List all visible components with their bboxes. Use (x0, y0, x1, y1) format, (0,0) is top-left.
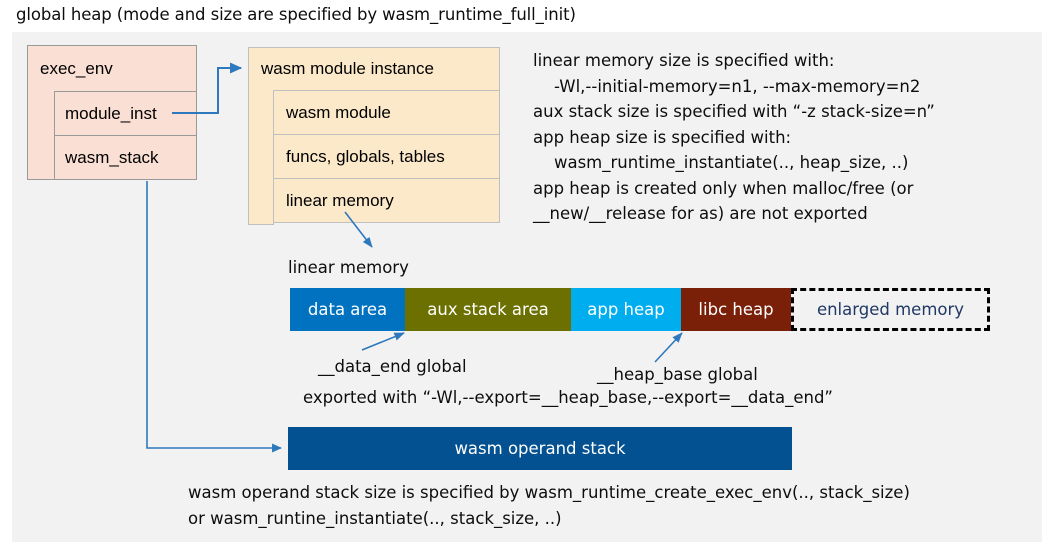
annotation-heap-base: __heap_base global (597, 365, 758, 384)
memory-segment-app-heap[interactable]: app heap (571, 288, 681, 331)
exec-env-field-module-inst[interactable]: module_inst (54, 91, 197, 136)
module-instance-field-funcs-globals-tables[interactable]: funcs, globals, tables (273, 134, 500, 179)
exec-env-field-wasm-stack[interactable]: wasm_stack (54, 135, 197, 180)
exec-env-gutter (27, 91, 55, 180)
memory-segment-label: app heap (587, 300, 665, 319)
memory-segment-label: enlarged memory (816, 300, 965, 319)
module-instance-field-wasm-module-label: wasm module (286, 102, 391, 122)
module-instance-header[interactable]: wasm module instance (248, 47, 500, 91)
operand-stack-notes: wasm operand stack size is specified by … (188, 483, 910, 528)
wasm-operand-stack-label: wasm operand stack (454, 439, 626, 458)
exec-env-header-label: exec_env (40, 58, 113, 78)
module-instance-field-linear-memory-label: linear memory (286, 190, 394, 210)
annotation-data-end: __data_end global (318, 357, 467, 376)
memory-segment-aux-stack-area[interactable]: aux stack area (405, 288, 571, 331)
exec-env-header[interactable]: exec_env (27, 45, 197, 92)
memory-segment-libc-heap[interactable]: libc heap (681, 288, 791, 331)
annotation-exported-with: exported with “-Wl,--export=__heap_base,… (303, 388, 833, 407)
exec-env-field-module-inst-label: module_inst (65, 103, 157, 123)
module-instance-header-label: wasm module instance (261, 59, 434, 78)
page-title: global heap (mode and size are specified… (16, 5, 576, 24)
linear-memory-notes: linear memory size is specified with: -W… (533, 51, 935, 223)
memory-segment-label: data area (307, 300, 388, 319)
module-instance-field-linear-memory[interactable]: linear memory (273, 178, 500, 223)
linear-memory-bar-label: linear memory (288, 258, 409, 277)
module-instance-field-wasm-module[interactable]: wasm module (273, 90, 500, 135)
linear-memory-bar: data area aux stack area app heap libc heap… (290, 288, 990, 331)
memory-segment-label: libc heap (698, 300, 774, 319)
memory-segment-data-area[interactable]: data area (290, 288, 405, 331)
memory-segment-enlarged-memory[interactable]: enlarged memory (791, 288, 990, 331)
module-instance-field-funcs-globals-tables-label: funcs, globals, tables (286, 146, 445, 166)
module-instance-gutter (248, 90, 274, 225)
memory-segment-label: aux stack area (427, 300, 549, 319)
wasm-operand-stack-box[interactable]: wasm operand stack (288, 427, 792, 470)
exec-env-field-wasm-stack-label: wasm_stack (65, 147, 159, 167)
